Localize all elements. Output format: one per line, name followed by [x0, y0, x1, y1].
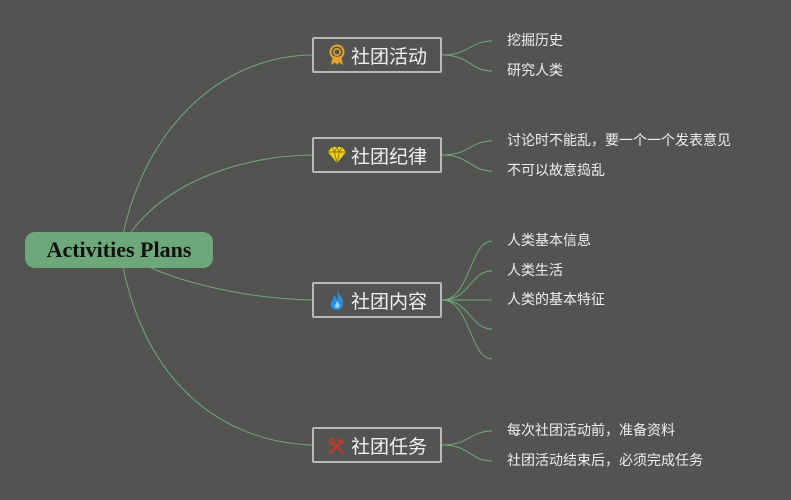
leaf-connector — [441, 430, 493, 446]
leaf-connector — [441, 270, 493, 301]
branch-label: 社团内容 — [350, 290, 427, 313]
leaf-topic[interactable]: 讨论时不能乱，要一个一个发表意见 — [507, 133, 731, 149]
leaf-topic[interactable]: 每次社团活动前，准备资料 — [507, 423, 675, 439]
leaf-topic[interactable]: 人类基本信息 — [507, 233, 591, 249]
award-ribbon-icon — [327, 44, 347, 66]
leaf-topic[interactable]: 人类的基本特征 — [507, 292, 605, 308]
branch-label: 社团活动 — [350, 45, 427, 68]
leaf-connector — [441, 140, 493, 156]
root-topic-label: Activities Plans — [46, 237, 192, 262]
flame-icon — [327, 289, 347, 311]
diamond-icon — [327, 144, 347, 166]
crossed-tools-icon — [327, 434, 347, 456]
leaf-connector — [441, 240, 493, 301]
leaf-topic[interactable]: 社团活动结束后，必须完成任务 — [507, 453, 703, 469]
leaf-connector — [441, 444, 493, 462]
leaf-connector — [441, 154, 493, 172]
root-connector-4 — [119, 249, 313, 446]
leaf-topic[interactable]: 研究人类 — [507, 63, 563, 79]
root-connector-2 — [119, 154, 313, 251]
branch-topic-content[interactable]: 社团内容 — [312, 282, 442, 318]
branch-label: 社团纪律 — [350, 145, 427, 168]
leaf-topic[interactable]: 人类生活 — [507, 263, 563, 279]
leaf-topic[interactable]: 不可以故意捣乱 — [507, 163, 605, 179]
root-connector-1 — [119, 54, 313, 251]
leaf-connector — [441, 299, 493, 360]
branch-label: 社团任务 — [350, 435, 427, 458]
leaf-connector — [441, 40, 493, 56]
leaf-topic[interactable]: 挖掘历史 — [507, 33, 563, 49]
leaf-connector — [441, 299, 493, 330]
branch-topic-tasks[interactable]: 社团任务 — [312, 427, 442, 463]
root-topic[interactable]: Activities Plans — [25, 232, 213, 268]
leaf-connector — [441, 54, 493, 72]
branch-topic-discipline[interactable]: 社团纪律 — [312, 137, 442, 173]
branch-topic-activities[interactable]: 社团活动 — [312, 37, 442, 73]
